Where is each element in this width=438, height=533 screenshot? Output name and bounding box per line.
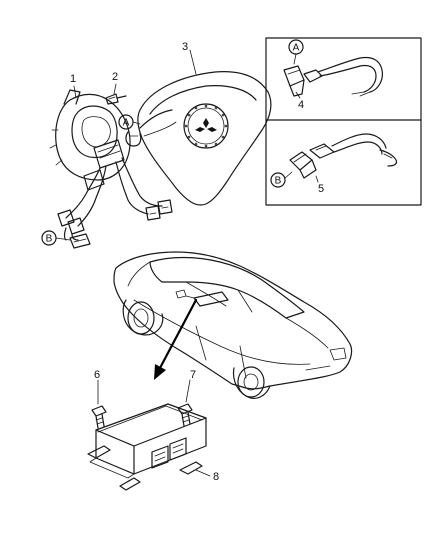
callout-6: 6 <box>94 369 100 381</box>
three-diamond-emblem-icon <box>195 118 217 132</box>
callout-4: 4 <box>298 99 304 111</box>
callout-7: 7 <box>190 369 196 381</box>
pad-dots <box>184 104 228 148</box>
connector-b-label: B <box>46 234 53 245</box>
clock-spring-assembly <box>49 89 173 249</box>
inset-connector-a-marker: A <box>288 39 304 65</box>
leader-2 <box>113 83 117 95</box>
connector-a-marker: A <box>118 114 141 130</box>
leader-5 <box>315 175 319 183</box>
leader-1 <box>73 85 77 99</box>
airbag-control-unit <box>87 403 207 491</box>
inset-connector-b-label: B <box>275 176 282 187</box>
harness-part-5 <box>289 133 398 179</box>
leader-3 <box>189 49 197 75</box>
bolt-part-7 <box>177 379 193 427</box>
inset-connector-a-label: A <box>293 43 300 54</box>
callout-5: 5 <box>318 183 324 195</box>
callout-3: 3 <box>182 41 188 53</box>
callout-8: 8 <box>213 471 219 483</box>
screw-part <box>105 93 127 105</box>
harness-part-4 <box>283 56 383 97</box>
connector-a-label: A <box>123 118 130 129</box>
callout-1: 1 <box>70 73 76 85</box>
leader-8 <box>195 469 211 477</box>
location-arrow <box>154 298 198 380</box>
bolt-part-6 <box>91 379 107 429</box>
inset-connector-b-marker: B <box>270 171 293 188</box>
callout-2: 2 <box>112 71 118 83</box>
inset-box: A B <box>265 37 422 206</box>
car-illustration <box>113 251 353 399</box>
connector-b-marker: B <box>41 230 71 246</box>
leader-4 <box>295 91 301 99</box>
airbag-module <box>125 71 272 206</box>
